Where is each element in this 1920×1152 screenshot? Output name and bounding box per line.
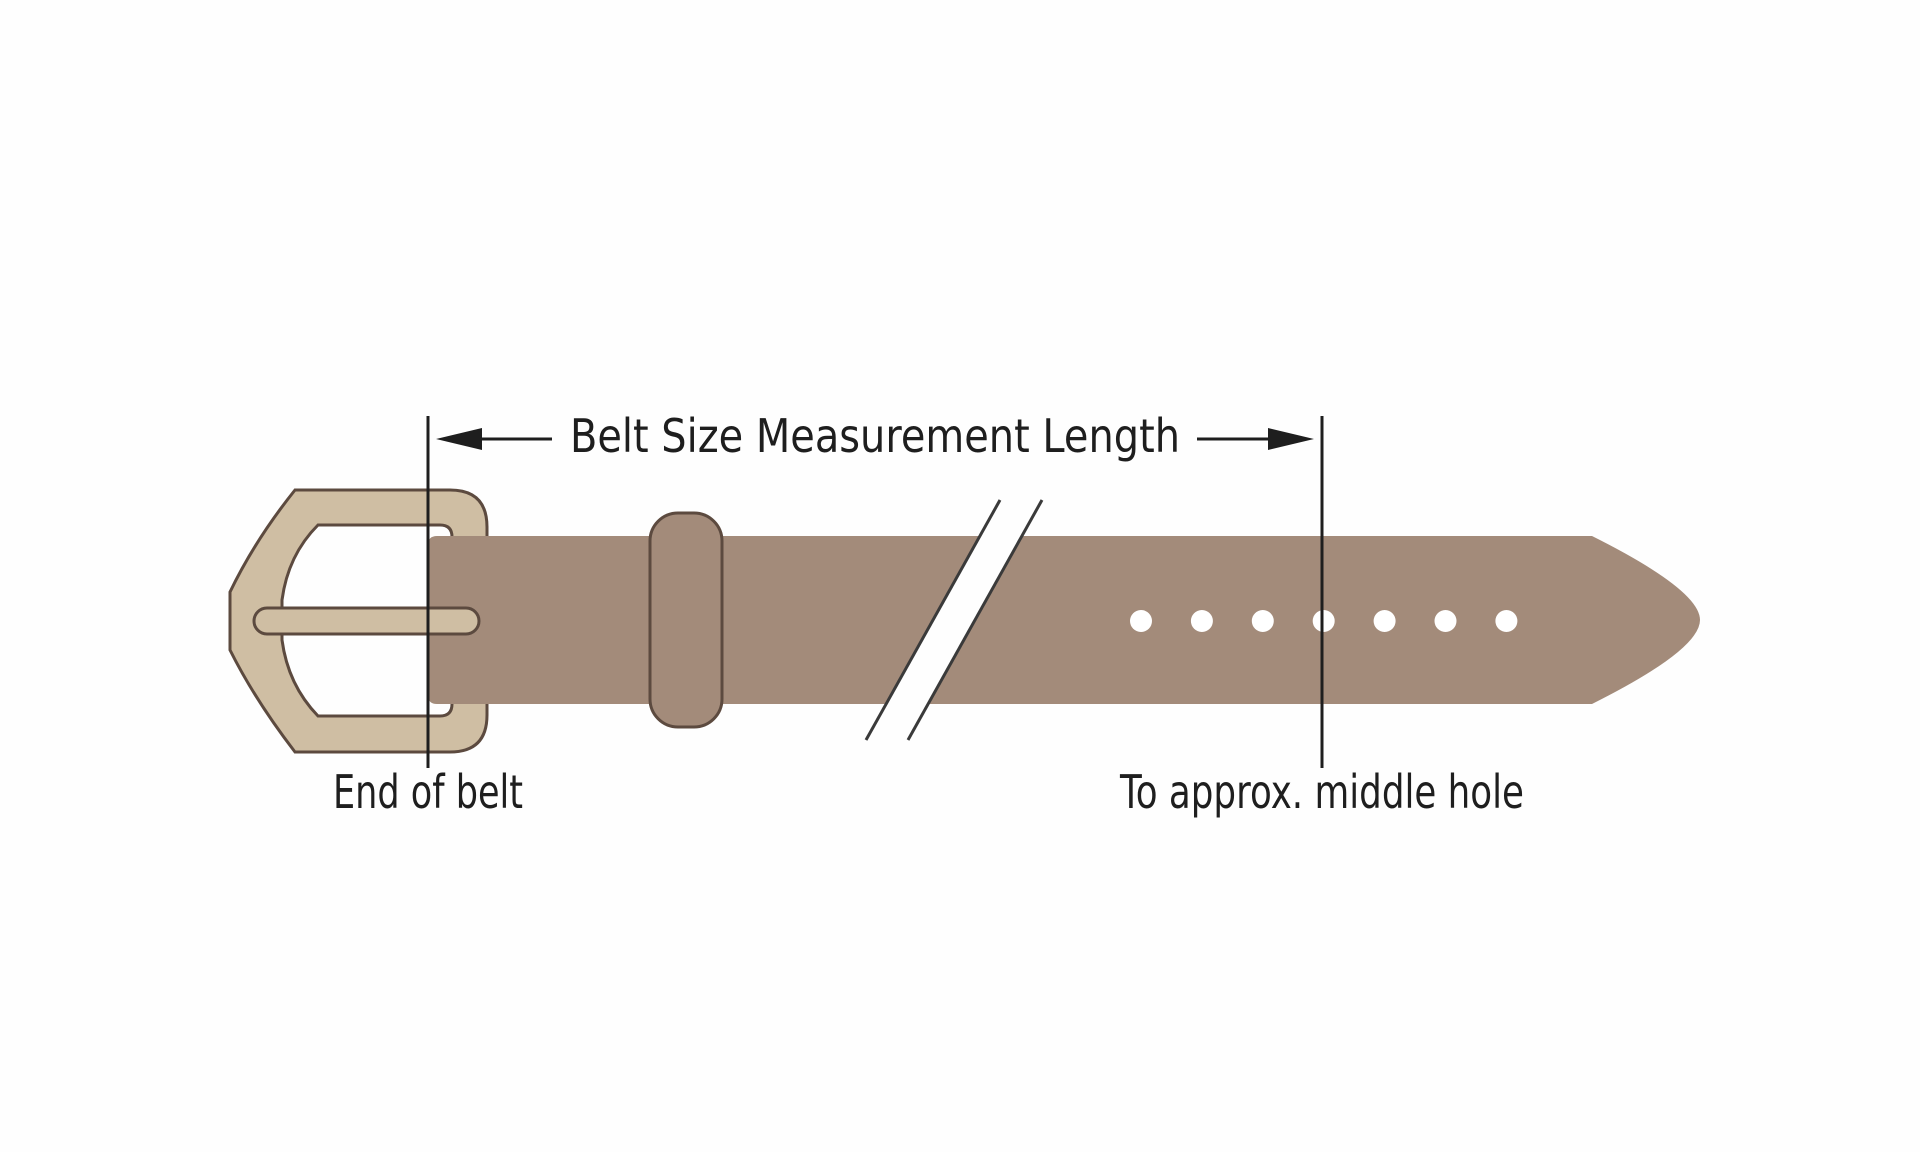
belt-holes [1130,610,1518,632]
belt-hole [1373,610,1396,632]
strap-break-line-left [864,499,1002,741]
left-arrowhead [436,428,482,450]
strap-break-line-right [906,499,1044,741]
strap-break-gap [866,498,1042,740]
belt-hole [1130,610,1152,632]
belt-hole [1495,610,1518,632]
buckle-frame [228,488,489,754]
belt-keeper [648,511,724,729]
measurement-label: Belt Size Measurement Length [570,409,1180,463]
right-arrowhead [1268,428,1314,450]
belt-hole [1190,610,1213,632]
middle-hole-label: To approx. middle hole [1119,765,1524,819]
belt-strap [428,536,1700,704]
end-of-belt-label: End of belt [333,765,523,819]
belt-hole [1251,610,1274,632]
belt-hole [1434,610,1457,632]
belt-hole [1312,610,1335,632]
buckle-prong [252,606,481,636]
